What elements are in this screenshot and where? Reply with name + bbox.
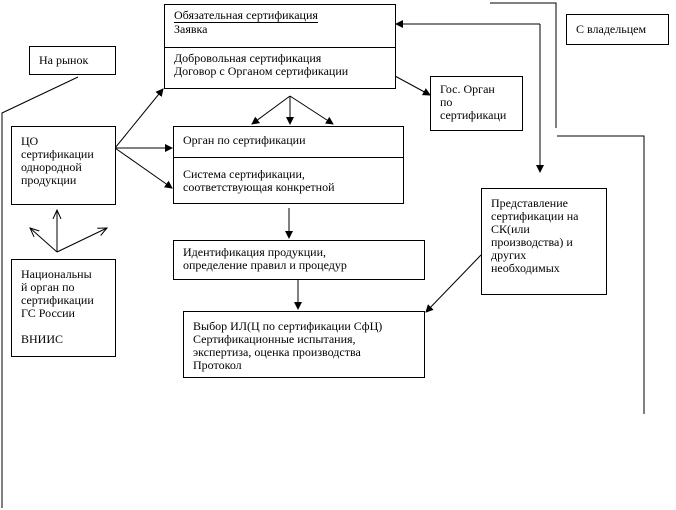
system-line: Система сертификации, [183, 167, 305, 181]
submission-line: СК(или [491, 222, 530, 236]
submission-line: Представление [491, 196, 568, 210]
left-line [1, 76, 79, 508]
selection-line: Протокол [193, 358, 242, 372]
system-line: соответствующая конкретной [183, 180, 335, 194]
national-line: Национальны [21, 267, 92, 281]
selection-line: Сертификационные испытания, [193, 332, 356, 346]
national-line: ГС России [21, 306, 75, 320]
national-line: й орган по [21, 280, 75, 294]
market-box: На рынок [29, 46, 116, 75]
selection-box: Выбор ИЛ(Ц по сертификации СфЦ)Сертифика… [183, 311, 425, 378]
national-line: сертификации [21, 293, 94, 307]
contract-label: Договор с Органом сертификации [174, 64, 349, 78]
submission-line: других [491, 248, 527, 262]
gov-line: по [440, 95, 453, 109]
co-line: продукции [21, 173, 77, 187]
voluntary-label: Добровольная сертификация [174, 51, 322, 65]
identification-box: Идентификация продукции,определение прав… [173, 240, 425, 280]
market-label: На рынок [39, 53, 89, 67]
cert-body-title: Орган по сертификации [183, 133, 306, 147]
selection-line: экспертиза, оценка производства [193, 345, 361, 359]
right-line [557, 135, 645, 414]
gov-line: Гос. Орган [440, 82, 495, 96]
cert-body-box: Орган по сертификации Система сертификац… [173, 126, 404, 204]
application-label: Заявка [174, 22, 208, 36]
identification-line: определение правил и процедур [183, 258, 347, 272]
co-line: сертификации [21, 147, 94, 161]
identification-line: Идентификация продукции, [183, 245, 326, 259]
right-top-line [490, 2, 557, 128]
co-line: однородной [21, 160, 82, 174]
submission-line: производства) и [491, 235, 573, 249]
national-line: ВНИИС [21, 332, 64, 346]
submission-line: необходимых [491, 261, 560, 275]
co-line: ЦО [21, 134, 39, 148]
owner-box: С владельцем [566, 14, 669, 45]
mandatory-label: Обязательная сертификация [174, 8, 318, 23]
owner-label: С владельцем [576, 22, 647, 36]
selection-line: Выбор ИЛ(Ц по сертификации СфЦ) [193, 319, 383, 333]
gov-line: сертификаци [440, 108, 507, 122]
submission-line: сертификации на [491, 209, 579, 223]
